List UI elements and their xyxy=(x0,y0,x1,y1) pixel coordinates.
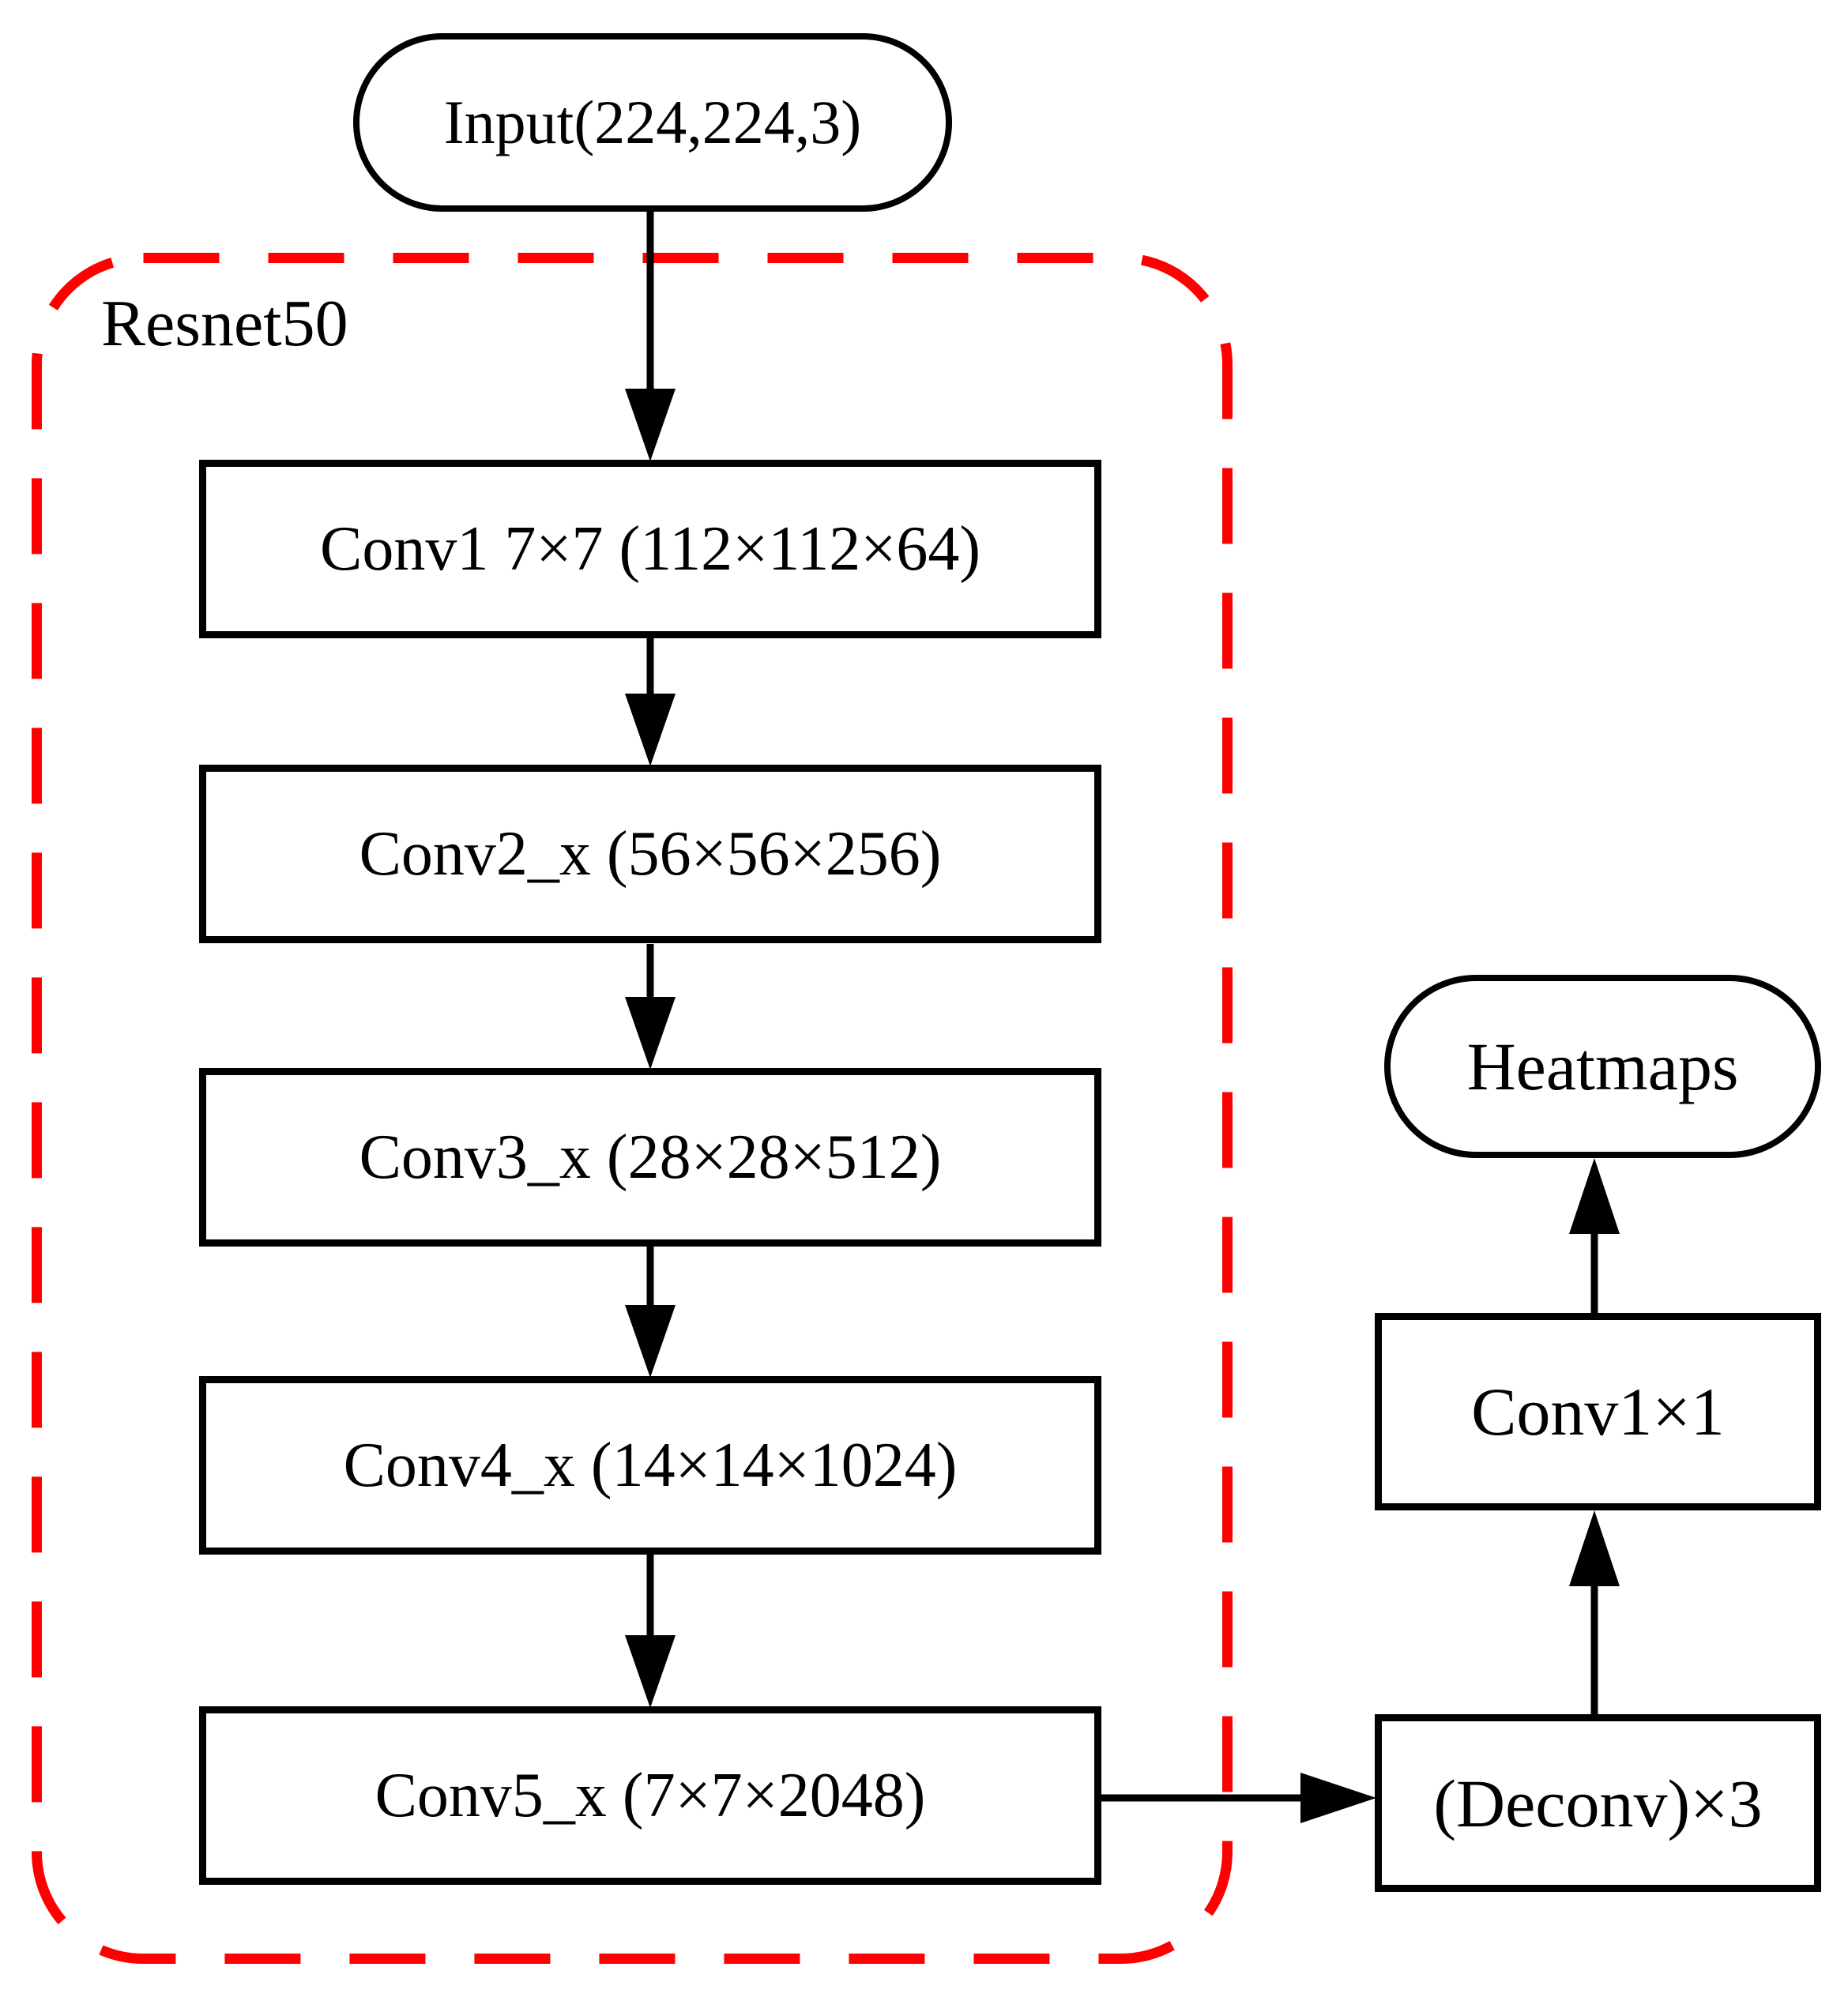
arrow-conv4-to-conv5 xyxy=(625,1553,676,1708)
node-conv3-x: Conv3_x (28×28×512) xyxy=(199,1068,1101,1247)
node-conv2-x: Conv2_x (56×56×256) xyxy=(199,765,1101,943)
node-conv1: Conv1 7×7 (112×112×64) xyxy=(199,460,1101,638)
arrow-conv1-to-conv2 xyxy=(625,637,676,766)
arrow-input-to-conv1 xyxy=(625,210,676,461)
arrow-deconv-to-conv1x1 xyxy=(1569,1510,1620,1716)
resnet50-group-border xyxy=(32,253,1233,1964)
node-conv1x1: Conv1×1 xyxy=(1375,1313,1821,1510)
node-conv4-x: Conv4_x (14×14×1024) xyxy=(199,1376,1101,1555)
node-conv5-x: Conv5_x (7×7×2048) xyxy=(199,1706,1101,1885)
arrow-conv3-to-conv4 xyxy=(625,1247,676,1378)
arrow-conv5-to-deconv xyxy=(1100,1773,1376,1823)
node-deconv-x3: (Deconv)×3 xyxy=(1375,1714,1821,1892)
node-input: Input(224,224,3) xyxy=(353,33,952,212)
arrow-conv1x1-to-heatmaps xyxy=(1569,1158,1620,1314)
arrow-conv2-to-conv3 xyxy=(625,944,676,1070)
resnet50-group-label: Resnet50 xyxy=(101,287,348,360)
node-heatmaps: Heatmaps xyxy=(1384,975,1821,1158)
